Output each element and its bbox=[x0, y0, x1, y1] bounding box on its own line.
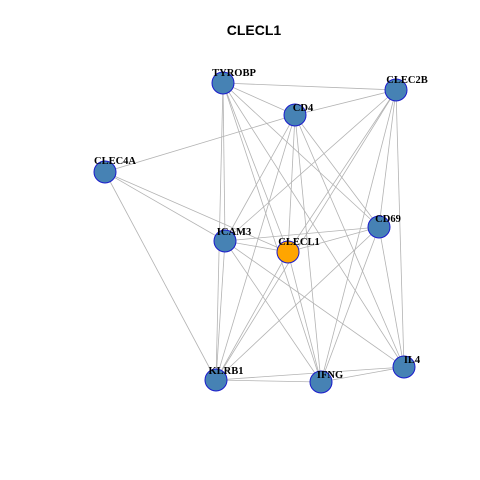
node-label-tyrobp: TYROBP bbox=[212, 68, 256, 79]
node-label-klrb1: KLRB1 bbox=[208, 366, 243, 377]
edges-layer bbox=[104, 82, 405, 383]
edge-klrb1-ifng bbox=[215, 379, 322, 383]
edge-cd4-icam3 bbox=[224, 114, 296, 242]
edge-clec4a-icam3 bbox=[104, 171, 226, 242]
edge-clec2b-il4 bbox=[395, 89, 405, 368]
edge-tyrobp-ifng bbox=[222, 82, 322, 383]
edge-icam3-ifng bbox=[224, 240, 322, 383]
node-ifng bbox=[309, 370, 333, 394]
edge-tyrobp-il4 bbox=[222, 82, 405, 368]
node-clec4a bbox=[93, 160, 117, 184]
node-klrb1 bbox=[204, 368, 228, 392]
node-tyrobp bbox=[211, 71, 235, 95]
edge-cd69-il4 bbox=[378, 226, 405, 368]
node-label-il4: IL4 bbox=[404, 355, 421, 366]
node-label-ifng: IFNG bbox=[317, 370, 343, 381]
edge-clec4a-klrb1 bbox=[104, 171, 217, 381]
edge-clec2b-klrb1 bbox=[215, 89, 397, 381]
edge-icam3-cd69 bbox=[224, 226, 380, 242]
edge-clecl1-klrb1 bbox=[215, 251, 289, 381]
node-il4 bbox=[392, 355, 416, 379]
edge-tyrobp-icam3 bbox=[222, 82, 226, 242]
edge-clec2b-cd69 bbox=[378, 89, 397, 228]
edge-cd4-cd69 bbox=[294, 114, 380, 228]
edge-tyrobp-cd4 bbox=[222, 82, 296, 116]
node-label-cd4: CD4 bbox=[293, 103, 314, 114]
edge-clec4a-clecl1 bbox=[104, 171, 289, 253]
edge-cd4-klrb1 bbox=[215, 114, 296, 381]
edge-ifng-il4 bbox=[320, 366, 405, 383]
node-label-cd69: CD69 bbox=[375, 214, 401, 225]
edge-cd4-ifng bbox=[294, 114, 322, 383]
node-label-clec4a: CLEC4A bbox=[94, 156, 136, 167]
edge-cd69-klrb1 bbox=[215, 226, 380, 381]
node-label-clecl1: CLECL1 bbox=[278, 237, 319, 248]
node-label-icam3: ICAM3 bbox=[217, 227, 251, 238]
edge-cd4-clecl1 bbox=[287, 114, 296, 253]
graph-title: CLECL1 bbox=[227, 22, 282, 38]
node-label-clec2b: CLEC2B bbox=[386, 75, 427, 86]
edge-icam3-klrb1 bbox=[215, 240, 226, 381]
edge-clec2b-icam3 bbox=[224, 89, 397, 242]
edge-clec2b-cd4 bbox=[294, 89, 397, 116]
edge-cd4-il4 bbox=[294, 114, 405, 368]
edge-tyrobp-cd69 bbox=[222, 82, 380, 228]
node-cd4 bbox=[283, 103, 307, 127]
node-clecl1 bbox=[276, 240, 300, 264]
node-icam3 bbox=[213, 229, 237, 253]
node-clec2b bbox=[384, 78, 408, 102]
edge-tyrobp-clec2b bbox=[222, 82, 397, 91]
edge-clec2b-ifng bbox=[320, 89, 397, 383]
edge-icam3-il4 bbox=[224, 240, 405, 368]
edge-clecl1-ifng bbox=[287, 251, 322, 383]
node-cd69 bbox=[367, 215, 391, 239]
edge-tyrobp-clecl1 bbox=[222, 82, 289, 253]
edge-clec4a-cd4 bbox=[104, 114, 296, 173]
edge-klrb1-il4 bbox=[215, 366, 405, 381]
nodes-layer bbox=[93, 71, 416, 394]
edge-cd69-ifng bbox=[320, 226, 380, 383]
edge-clecl1-cd69 bbox=[287, 226, 380, 253]
